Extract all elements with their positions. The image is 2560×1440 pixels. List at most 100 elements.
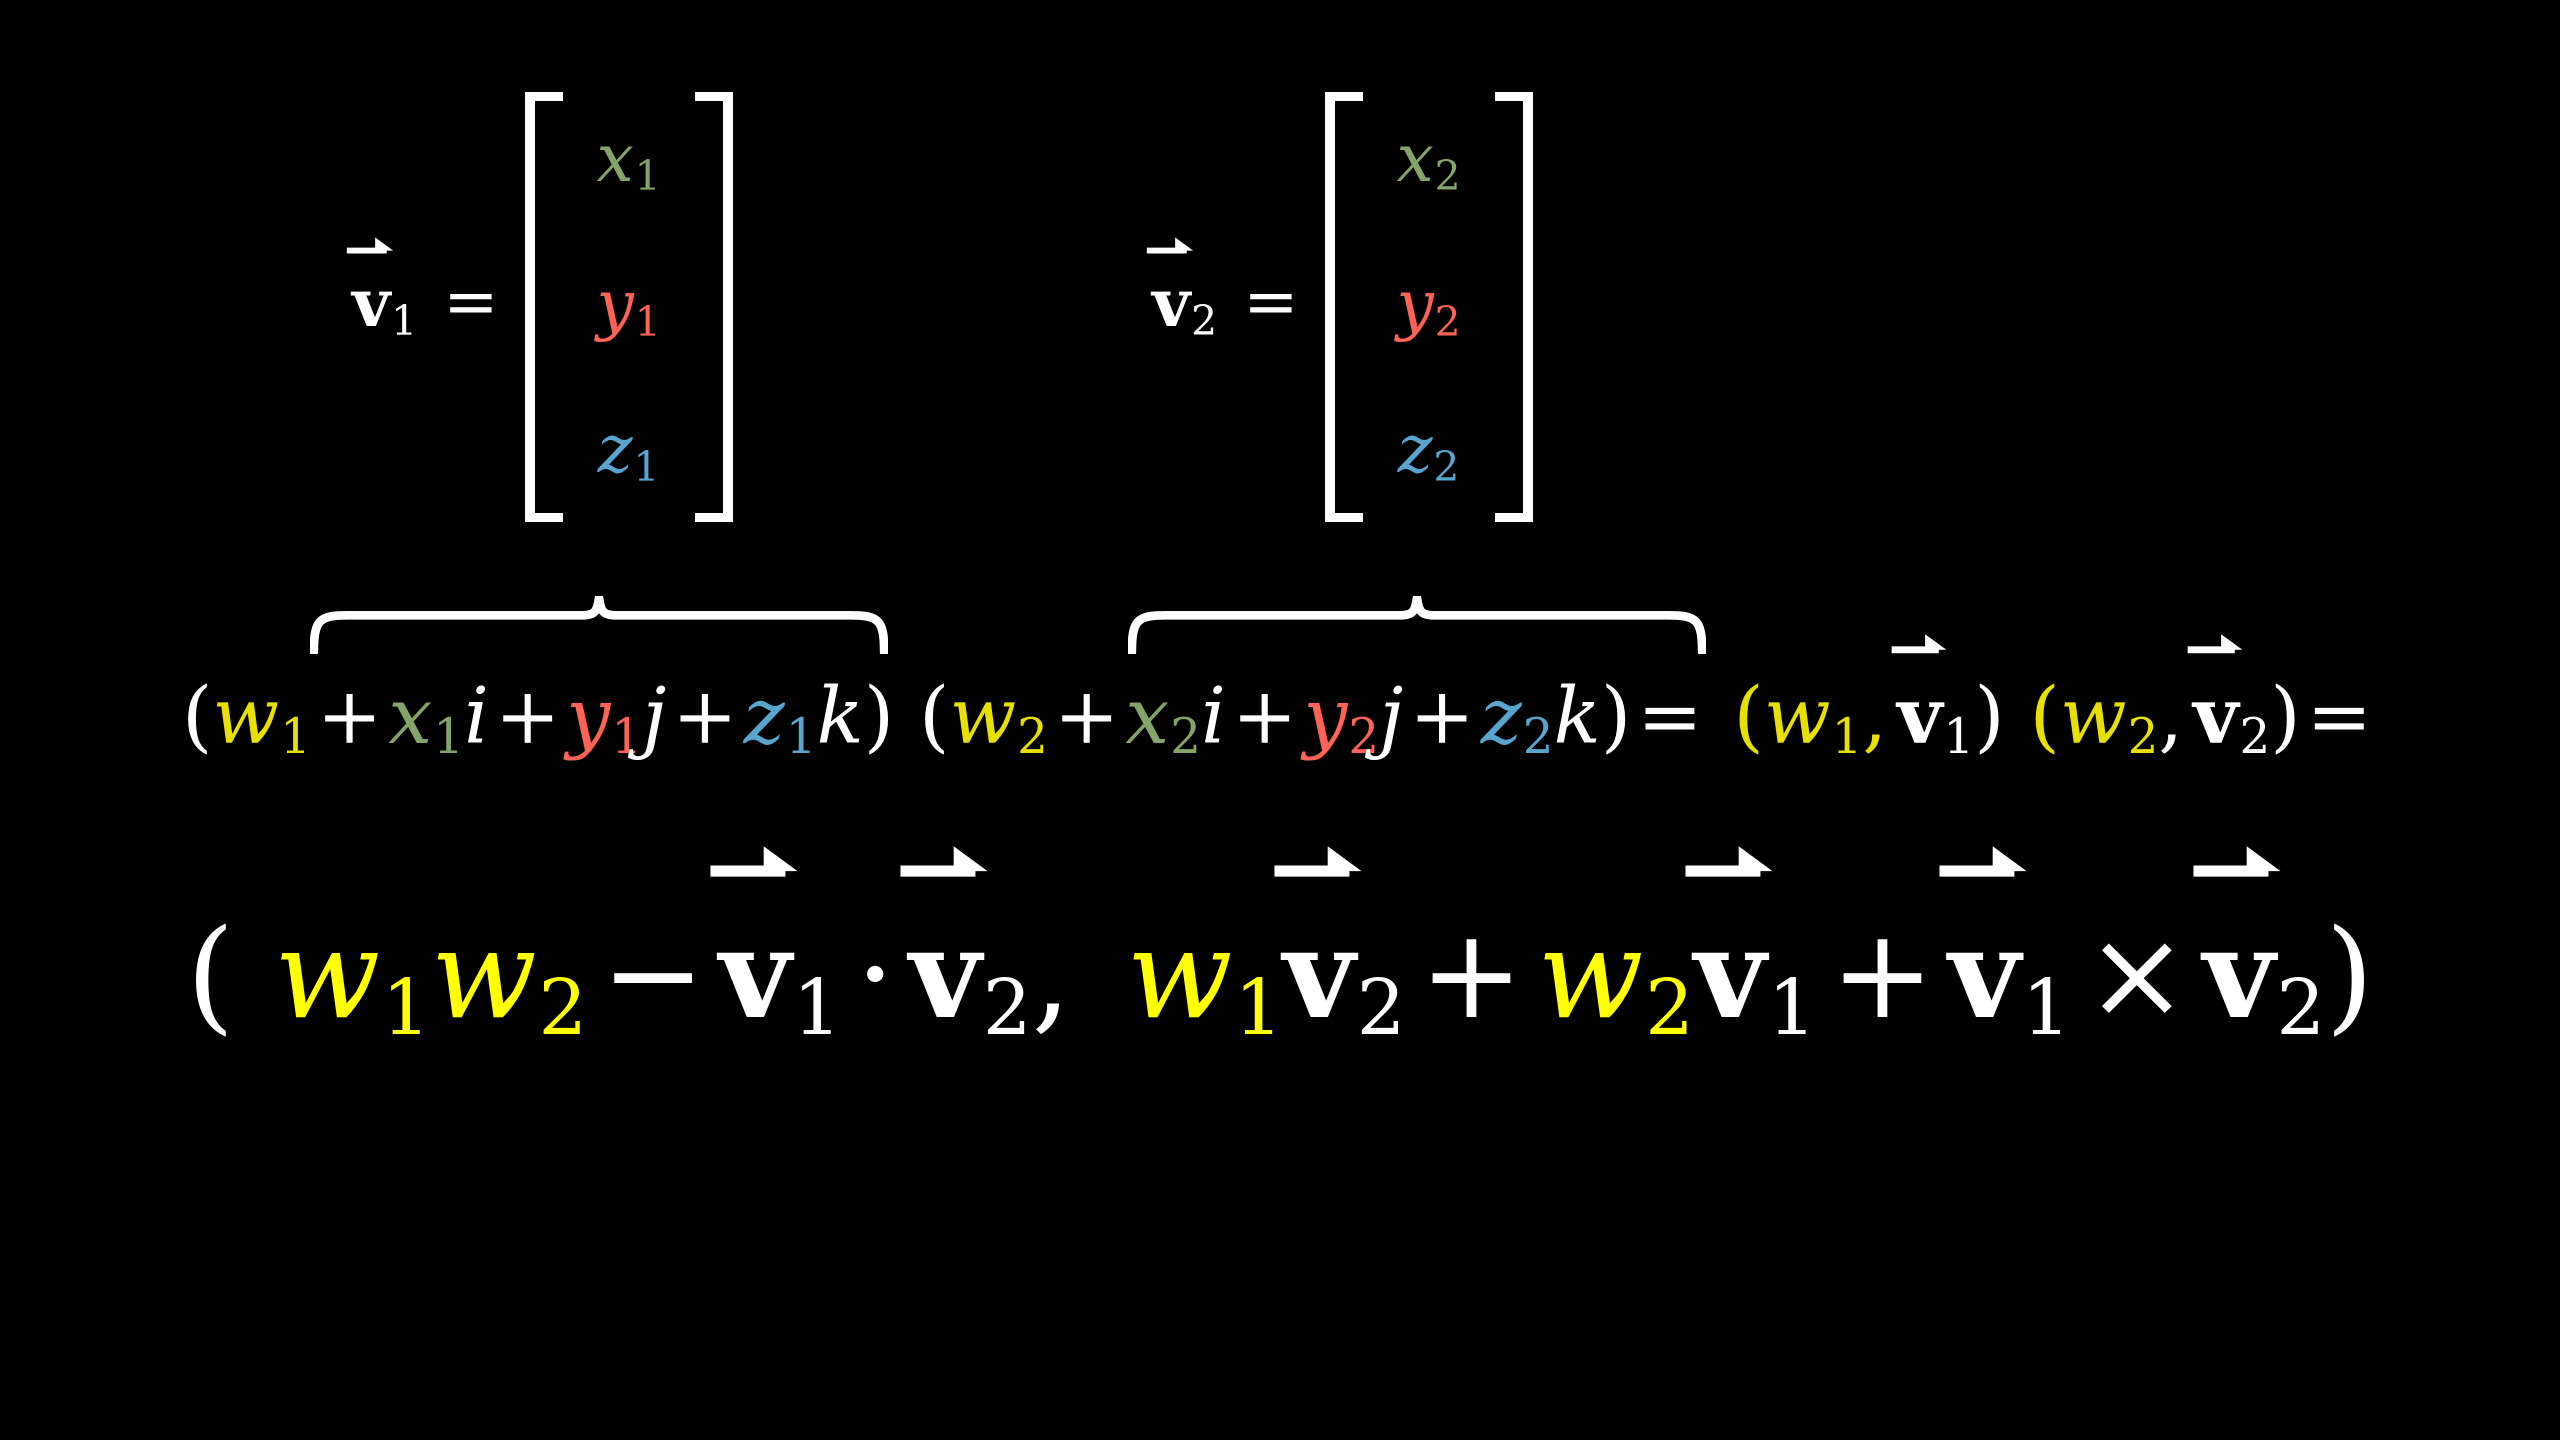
quaternion-expansion-line: (w1+x1i+y1j+z1k) (w2+x2i+y2j+z2k)= (w1,v…	[0, 634, 2560, 766]
v2-equals-sign: =	[1243, 263, 1299, 340]
result-scalar-part: w1w2−v1·v2	[274, 846, 1032, 1054]
vector-arrow-icon	[1935, 838, 2032, 888]
vector-definitions-row: v1 = x1 y1 z1 v2 =	[0, 92, 2560, 562]
quaternion-factor-q1: (w1+x1i+y1j+z1k)	[181, 671, 895, 766]
v2-matrix-column: x2 y2 z2	[1363, 92, 1495, 522]
result-cross-v2: v2	[2193, 846, 2325, 1051]
v2-subscript: 2	[1191, 297, 1218, 346]
q1-z-term: z1	[743, 671, 817, 766]
q1-k-unit: k	[816, 671, 864, 762]
result-vec-w2: w2	[1537, 903, 1694, 1054]
q2-plus-3: +	[1409, 671, 1475, 762]
q1-close-paren: )	[863, 671, 895, 762]
overbrace-q1	[310, 596, 888, 654]
q1-plus-1: +	[316, 671, 383, 762]
vector-definition-v1: v1 = x1 y1 z1	[347, 92, 733, 522]
matrix-bracket-left	[1324, 92, 1363, 522]
result-dot-v1: v1	[710, 846, 842, 1051]
q1-plus-2: +	[494, 671, 561, 762]
vector-definition-v2: v2 = x2 y2 z2	[1147, 92, 1533, 522]
q2-i-unit: i	[1201, 671, 1226, 762]
result-plus-2: +	[1830, 903, 1935, 1048]
v1-column-matrix: x1 y1 z1	[524, 92, 733, 522]
v-vector-symbol: v	[347, 237, 394, 336]
pair2-vector-term: v2	[2187, 634, 2270, 764]
scalar-vector-pair-1: (w1,v1)	[1733, 634, 2005, 766]
v2-base-letter: v	[1152, 264, 1191, 343]
overbrace-q2	[1128, 596, 1706, 654]
pair2-w-term: w2	[2059, 671, 2159, 766]
matrix-cell-x1: x1	[596, 120, 661, 200]
result-plus-1: +	[1419, 903, 1524, 1048]
q2-w-term: w2	[949, 671, 1048, 766]
result-cross-v1: v1	[1939, 846, 2071, 1051]
vector-arrow-icon	[345, 233, 396, 259]
matrix-bracket-right	[1494, 92, 1533, 522]
q2-k-unit: k	[1553, 671, 1601, 762]
matrix-cell-y1: y1	[596, 265, 661, 346]
result-open-paren: (	[186, 903, 235, 1048]
result-comma: ,	[1031, 903, 1072, 1048]
expansion-trailing-equals: =	[2306, 671, 2373, 762]
matrix-cell-z1: z1	[597, 411, 660, 492]
q2-plus-2: +	[1231, 671, 1298, 762]
q1-i-unit: i	[463, 671, 489, 762]
q2-close-paren: )	[1600, 671, 1632, 762]
result-w2: w2	[430, 903, 588, 1054]
v1-matrix-column: x1 y1 z1	[563, 92, 695, 522]
q2-j-unit: j	[1379, 671, 1404, 762]
q1-x-term: x1	[388, 671, 464, 766]
pair2-comma: ,	[2158, 671, 2184, 762]
q2-z-term: z2	[1480, 671, 1554, 766]
vector-arrow-icon	[1269, 838, 1366, 888]
pair2-open-paren: (	[2029, 671, 2060, 762]
q2-y-term: y2	[1303, 671, 1380, 766]
cross-product-operator: ×	[2084, 903, 2189, 1048]
v1-equals-sign: =	[443, 263, 499, 340]
vector-arrow-icon	[2185, 629, 2246, 660]
v2-column-matrix: x2 y2 z2	[1324, 92, 1533, 522]
matrix-cell-y2: y2	[1396, 265, 1461, 346]
vector-arrow-icon	[2189, 838, 2286, 888]
pair1-close-paren: )	[1974, 671, 2005, 762]
q1-plus-3: +	[672, 671, 738, 762]
q1-open-paren: (	[181, 671, 213, 762]
dot-product-operator: ·	[855, 903, 896, 1048]
matrix-cell-x2: x2	[1396, 120, 1461, 200]
v1-subscript: 1	[391, 297, 418, 346]
pair1-w-term: w1	[1763, 671, 1863, 766]
expansion-equals-sign: =	[1637, 671, 1703, 762]
matrix-bracket-left	[524, 92, 563, 522]
result-minus-sign: −	[601, 903, 706, 1048]
v1-label: v1	[347, 237, 418, 346]
vector-arrow-icon	[1145, 233, 1196, 259]
matrix-cell-z2: z2	[1397, 411, 1460, 492]
result-vec-v1: v1	[1685, 846, 1817, 1051]
result-vec-v2: v2	[1274, 846, 1406, 1051]
result-vec-w1: w1	[1126, 903, 1284, 1054]
q2-plus-1: +	[1053, 671, 1120, 762]
pair1-comma: ,	[1862, 671, 1888, 762]
result-dot-v2: v2	[900, 846, 1032, 1051]
v-vector-symbol: v	[1147, 237, 1194, 336]
q1-j-unit: j	[642, 671, 667, 762]
v2-label: v2	[1147, 237, 1218, 346]
q1-w-term: w1	[212, 671, 311, 766]
vector-arrow-icon	[705, 838, 802, 888]
pair1-open-paren: (	[1733, 671, 1764, 762]
scalar-vector-pair-2: (w2,v2)	[2029, 634, 2301, 766]
pair2-close-paren: )	[2270, 671, 2301, 762]
matrix-bracket-right	[694, 92, 733, 522]
vector-arrow-icon	[1888, 629, 1949, 660]
result-w1: w1	[274, 903, 431, 1054]
q2-x-term: x2	[1125, 671, 1202, 766]
pair1-vector-term: v1	[1891, 634, 1974, 764]
result-close-paren: )	[2325, 903, 2374, 1048]
vector-arrow-icon	[1680, 838, 1777, 888]
q2-open-paren: (	[919, 671, 950, 762]
quaternion-factor-q2: (w2+x2i+y2j+z2k)	[919, 671, 1632, 766]
vector-arrow-icon	[895, 838, 992, 888]
q1-y-term: y1	[566, 671, 643, 766]
